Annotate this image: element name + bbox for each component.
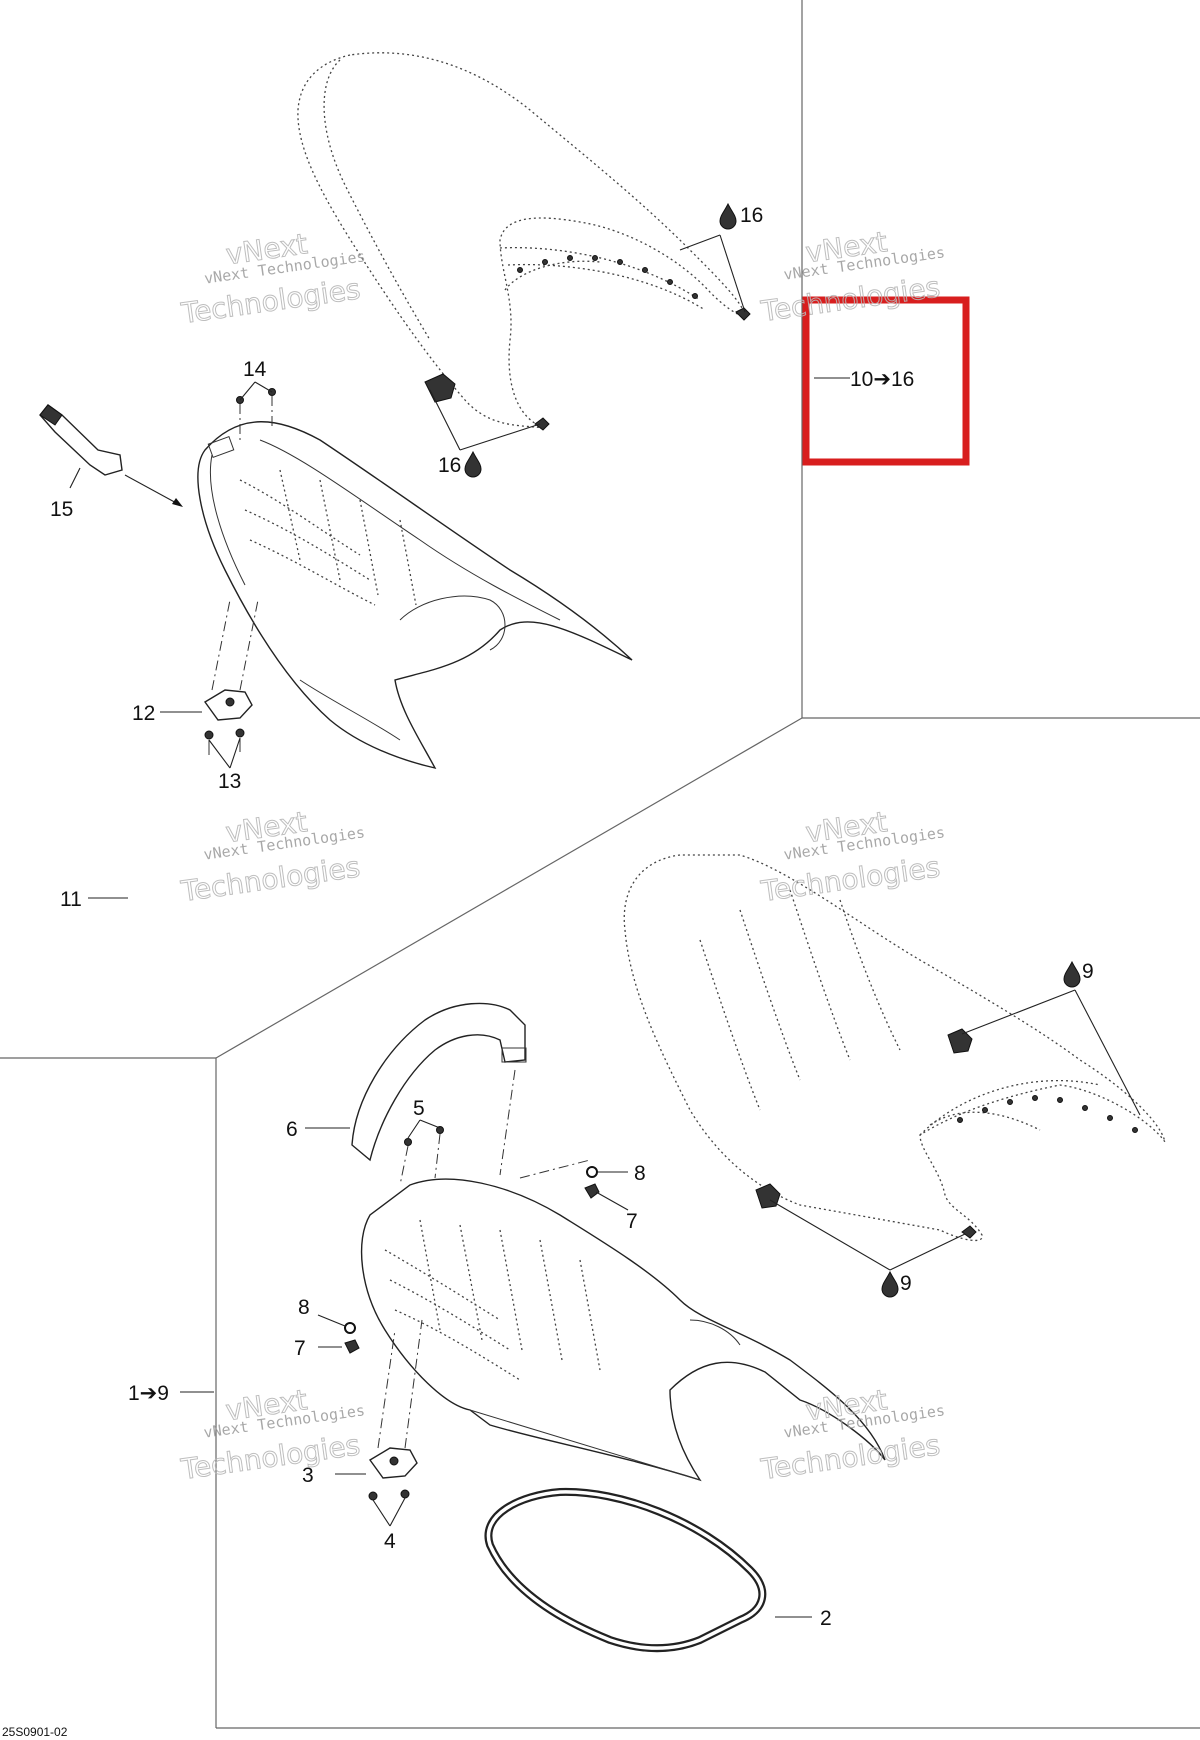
callout-1-9: 1➔9 <box>128 1382 169 1405</box>
callout-labels: 16 16 14 15 12 13 11 10➔16 9 9 6 5 8 7 8… <box>2 204 1094 1739</box>
callout-9-lower: 9 <box>900 1272 912 1295</box>
callout-9-upper: 9 <box>1082 960 1094 983</box>
callout-13: 13 <box>218 770 241 793</box>
callout-11: 11 <box>60 888 82 911</box>
lower-cover-staples <box>957 1095 1138 1133</box>
watermark-top-right: vNext vNext Technologies Technologies <box>758 225 946 329</box>
drawing-reference: 25S0901-02 <box>2 1725 68 1739</box>
leader-lines <box>69 234 1141 1618</box>
adhesive-drop-icons <box>464 202 1081 1298</box>
seat-cover-staples <box>517 255 698 299</box>
callout-6: 6 <box>286 1118 298 1141</box>
lower-seat-cover <box>623 854 1166 1242</box>
callout-3: 3 <box>302 1464 314 1487</box>
watermark-mid-left: vNext vNext Technologies Technologies <box>178 805 366 909</box>
highlight-box[interactable] <box>802 296 970 466</box>
callout-14: 14 <box>243 358 267 381</box>
callout-10-16: 10➔16 <box>850 368 914 391</box>
lower-seat-base <box>360 1178 886 1482</box>
callout-4: 4 <box>384 1530 396 1553</box>
watermark-bottom-right: vNext vNext Technologies Technologies <box>758 1383 946 1487</box>
part-12-latch <box>203 599 259 755</box>
callout-7-left: 7 <box>294 1337 306 1360</box>
part-2-gasket <box>484 1487 767 1653</box>
callout-7-right: 7 <box>626 1210 638 1233</box>
callout-5: 5 <box>413 1097 425 1120</box>
callout-12: 12 <box>132 702 155 725</box>
part-14-fasteners <box>236 388 276 440</box>
upper-seat-base <box>197 421 633 770</box>
adhesive-drop-icon <box>464 450 482 478</box>
watermark-mid-right: vNext vNext Technologies Technologies <box>758 805 946 909</box>
watermark-top-left: vNext vNext Technologies Technologies <box>178 227 366 331</box>
part-15-strap <box>39 404 183 507</box>
part-11-gasket <box>127 820 362 983</box>
callout-15: 15 <box>50 498 73 521</box>
callout-16-mid: 16 <box>438 454 461 477</box>
part-6-strap <box>351 1002 527 1176</box>
callout-16-top: 16 <box>740 204 763 227</box>
part-3-latch <box>368 1319 423 1501</box>
callout-8-left: 8 <box>298 1296 310 1319</box>
callout-8-right: 8 <box>634 1162 646 1185</box>
upper-seat-cover <box>297 52 751 431</box>
adhesive-drop-icon <box>719 202 737 230</box>
watermarks: vNext vNext Technologies Technologies vN… <box>178 225 946 1487</box>
adhesive-drop-icon <box>1063 960 1081 988</box>
adhesive-drop-icon <box>881 1270 899 1298</box>
callout-2: 2 <box>820 1607 832 1630</box>
part-5-7-8-fasteners <box>344 1126 600 1354</box>
